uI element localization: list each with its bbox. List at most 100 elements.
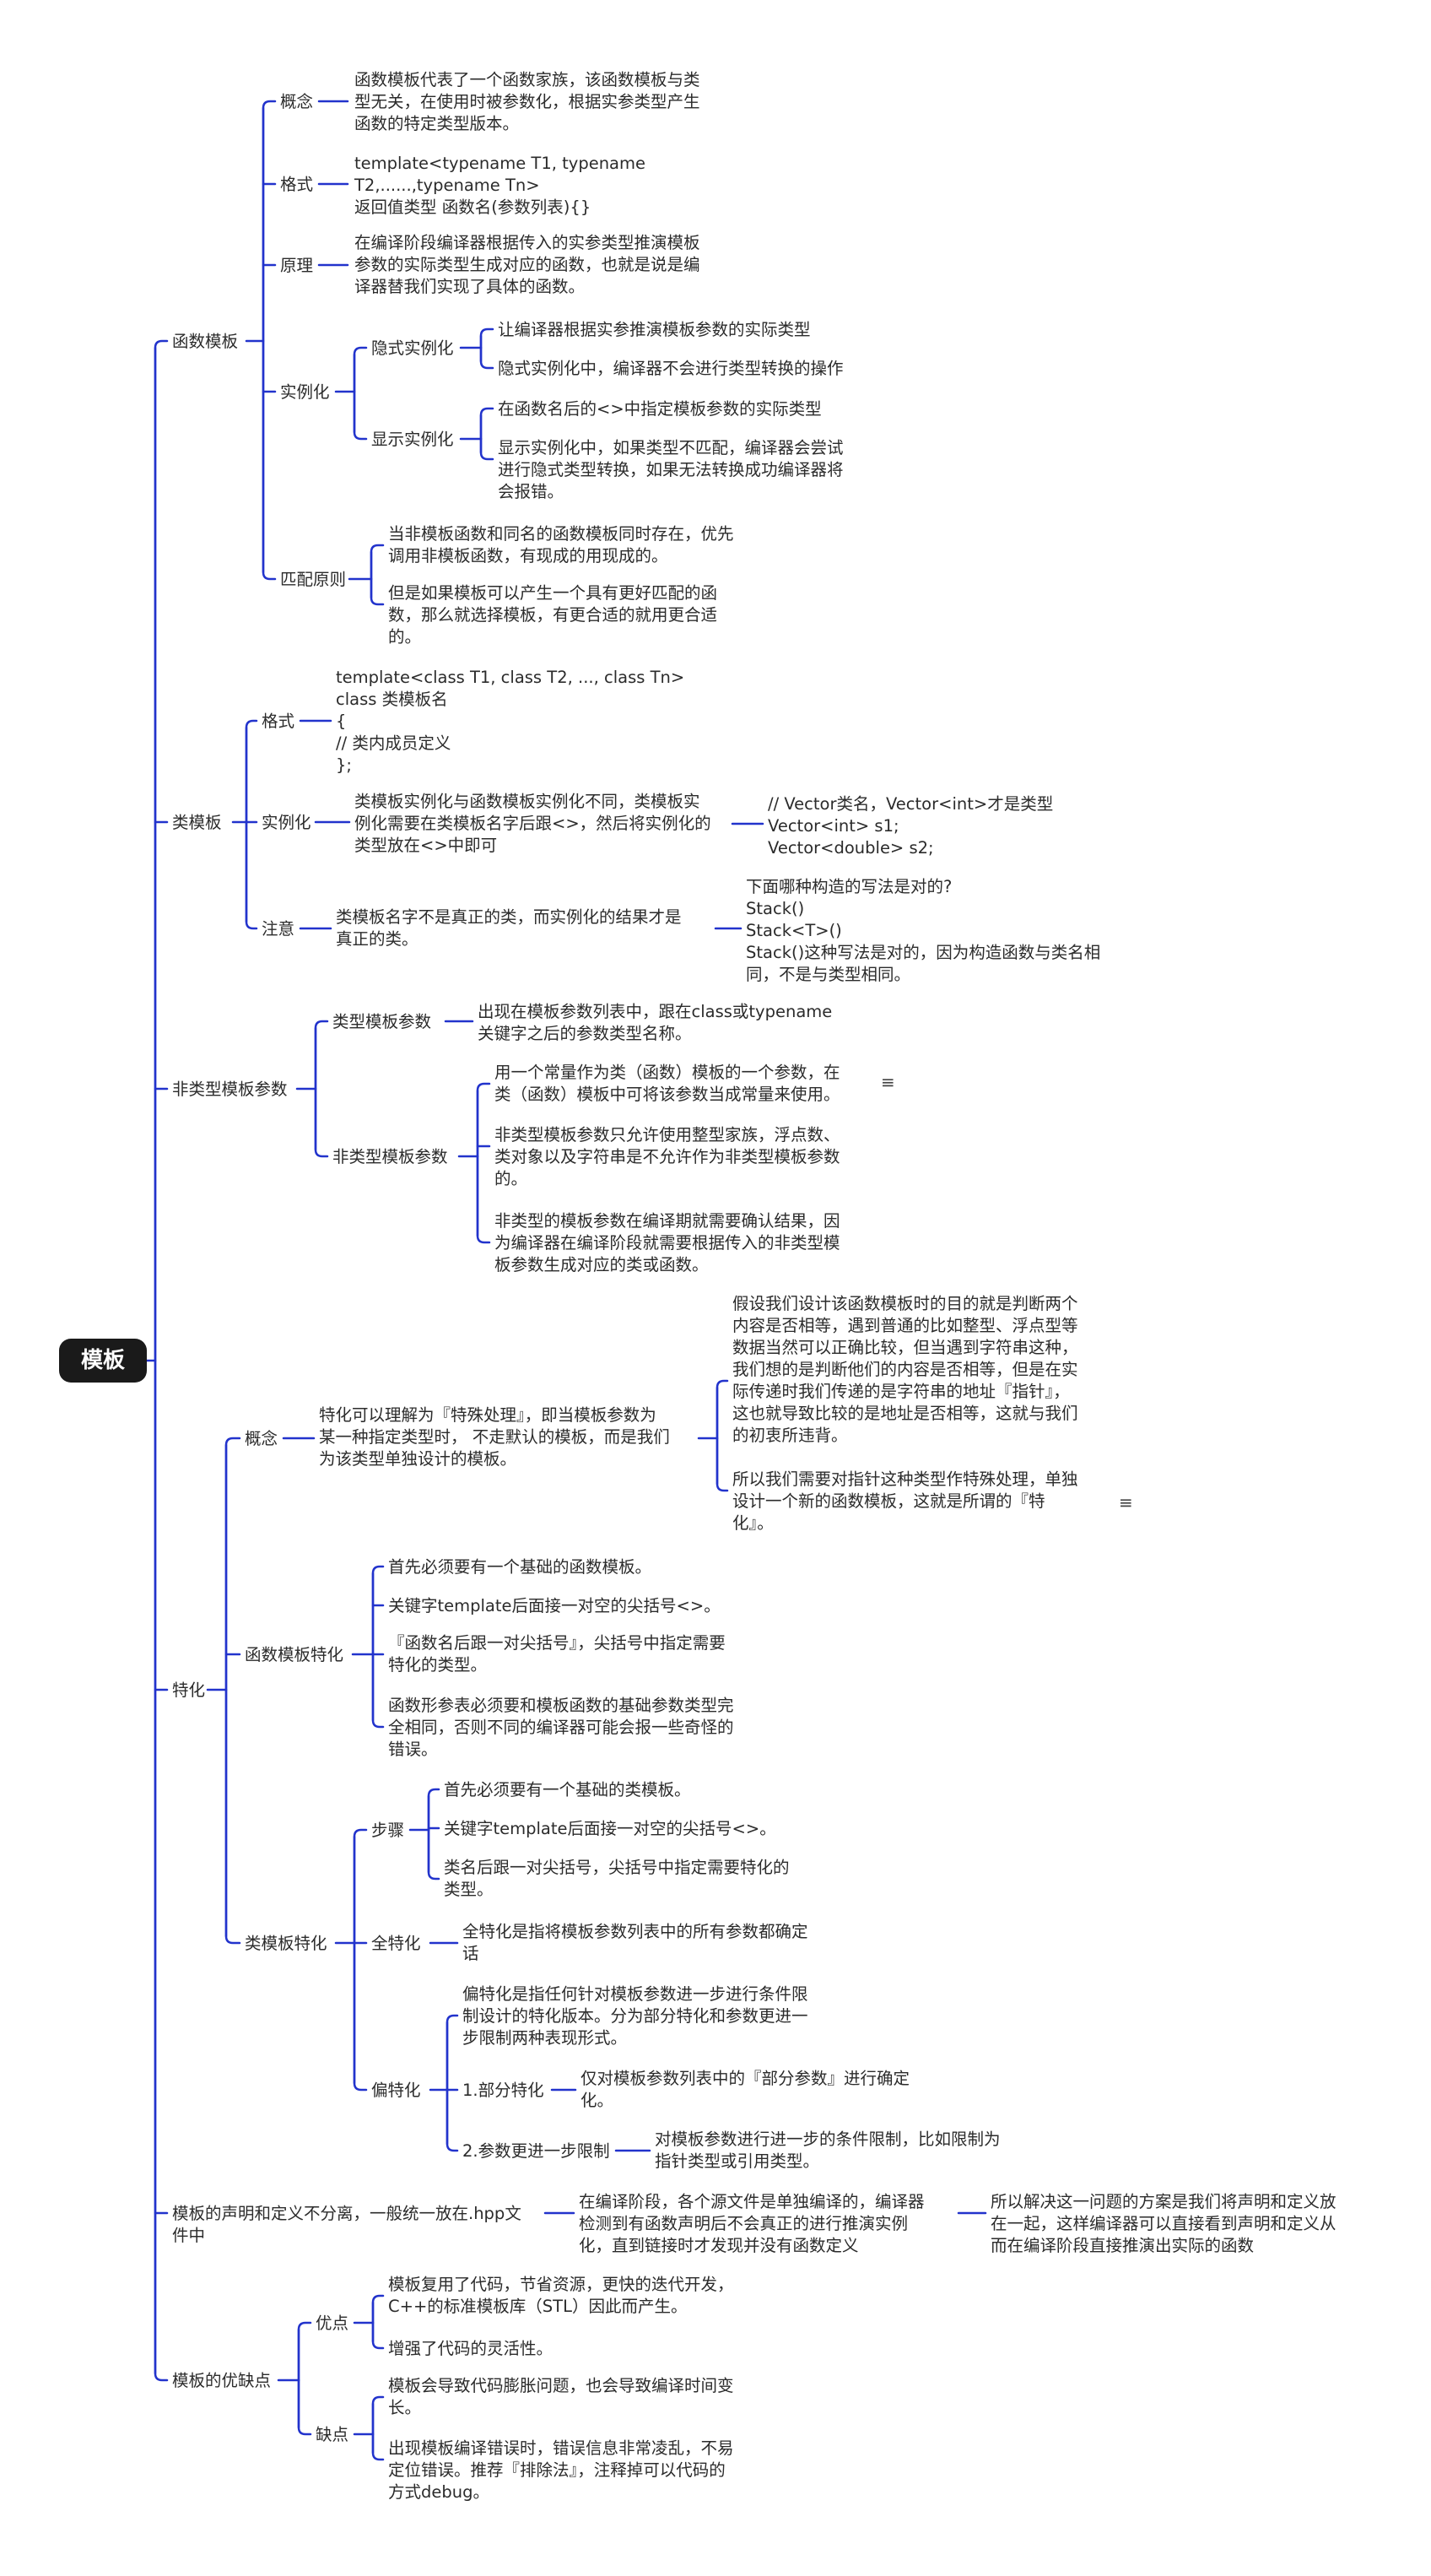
note-icon[interactable]: ≡ — [881, 1072, 895, 1092]
node-cls-inst[interactable]: 实例化 — [262, 813, 311, 832]
node-partial-1[interactable]: 1.部分特化 — [462, 2081, 544, 2100]
leaf-func-spec-3: 『函数名后跟一对尖括号』，尖括号中指定需要 特化的类型。 — [388, 1633, 726, 1675]
leaf-explicit-1: 在函数名后的<>中指定模板参数的实际类型 — [498, 399, 822, 419]
nontype-param-connector — [476, 1155, 491, 1244]
func-connector — [262, 339, 277, 581]
leaf-full-spec-text: 全特化是指将模板参数列表中的所有参数都确定 话 — [462, 1922, 808, 1963]
leaf-match-1: 当非模板函数和同名的函数模板同时存在，优先 调用非模板函数，有现成的用现成的。 — [388, 524, 734, 566]
node-func-spec[interactable]: 函数模板特化 — [245, 1645, 344, 1664]
node-partial-spec[interactable]: 偏特化 — [371, 2081, 421, 2100]
branch-function-template[interactable]: 函数模板 — [172, 332, 239, 351]
leaf-func-concept-text: 函数模板代表了一个函数家族，该函数模板与类 型无关，在使用时被参数化，根据实参类… — [354, 70, 700, 133]
leaf-cls-note-text: 类模板名字不是真正的类，而实例化的结果才是 真正的类。 — [336, 907, 682, 949]
branch-class-template[interactable]: 类模板 — [172, 813, 222, 832]
root-node[interactable]: 模板 — [59, 1339, 147, 1383]
cons-connector — [371, 2433, 385, 2461]
implicit-connector — [479, 346, 494, 370]
leaf-spec-concept-2: 所以我们需要对指针这种类型作特殊处理，单独 设计一个新的函数模板，这就是所谓的『… — [732, 1469, 1078, 1533]
steps-connector — [427, 1828, 440, 1881]
leaf-func-spec-1: 首先必须要有一个基础的函数模板。 — [388, 1557, 652, 1577]
leaf-match-2: 但是如果模板可以产生一个具有更好匹配的函 数，那么就选择模板，有更合适的就用更合… — [388, 583, 718, 647]
nontype-connector — [314, 1020, 329, 1090]
leaf-cons-2: 出现模板编译错误时，错误信息非常凌乱，不易 定位错误。推荐『排除法』，注释掉可以… — [388, 2438, 734, 2502]
node-steps[interactable]: 步骤 — [371, 1821, 405, 1840]
node-func-format[interactable]: 格式 — [280, 175, 314, 194]
leaf-spec-concept-text: 特化可以理解为『特殊处理』，即当模板参数为 某一种指定类型时， 不走默认的模板，… — [319, 1405, 670, 1469]
steps-connector — [427, 1788, 440, 1832]
leaf-pros-1: 模板复用了代码，节省资源，更快的迭代开发， C++的标准模板库（STL）因此而产… — [388, 2275, 734, 2316]
node-cons[interactable]: 缺点 — [316, 2425, 349, 2444]
spec-connector — [224, 1688, 241, 1945]
leaf-cls-note-detail: 下面哪种构造的写法是对的? Stack() Stack<T>() Stack()… — [746, 877, 1101, 984]
inst-connector — [353, 346, 368, 393]
match-connector — [370, 544, 385, 581]
node-partial-2[interactable]: 2.参数更进一步限制 — [462, 2141, 610, 2161]
proscons-connector — [297, 2378, 312, 2436]
node-func-inst[interactable]: 实例化 — [280, 382, 330, 402]
leaf-cls-format-text: template<class T1, class T2, ..., class … — [336, 668, 685, 775]
spec-concept-connector — [716, 1437, 729, 1492]
leaf-pros-2: 增强了代码的灵活性。 — [388, 2339, 554, 2358]
leaf-partial-1-text: 仅对模板参数列表中的『部分参数』进行确定 化。 — [580, 2069, 910, 2110]
leaf-separate-text: 在编译阶段，各个源文件是单独编译的，编译器 检测到有函数声明后不会真正的进行推演… — [579, 2192, 925, 2255]
leaf-explicit-2: 显示实例化中，如果类型不匹配，编译器会尝试 进行隐式类型转换，如果无法转换成功编… — [498, 438, 844, 501]
leaf-func-format-text: template<typename T1, typename T2,......… — [354, 154, 646, 217]
leaf-cons-1: 模板会导致代码膨胀问题，也会导致编译时间变 长。 — [388, 2376, 734, 2417]
root-connector — [154, 1359, 169, 2382]
func-connector — [262, 100, 277, 343]
leaf-separate-detail: 所以解决这一问题的方案是我们将声明和定义放 在一起，这样编译器可以直接看到声明和… — [991, 2192, 1336, 2255]
branch-pros-cons[interactable]: 模板的优缺点 — [172, 2371, 272, 2390]
cons-connector — [371, 2395, 385, 2436]
implicit-connector — [479, 327, 494, 349]
node-implicit-inst[interactable]: 隐式实例化 — [371, 338, 454, 358]
explicit-connector — [479, 437, 494, 461]
leaf-partial-2-text: 对模板参数进行进一步的条件限制，比如限制为 指针类型或引用类型。 — [655, 2130, 1001, 2171]
node-func-concept[interactable]: 概念 — [280, 92, 314, 111]
node-nontype-param[interactable]: 非类型模板参数 — [332, 1147, 448, 1166]
leaf-steps-2: 关键字template后面接一对空的尖括号<>。 — [444, 1819, 776, 1838]
leaf-func-principle-text: 在编译阶段编译器根据传入的实参类型推演模板 参数的实际类型生成对应的函数，也就是… — [354, 233, 700, 296]
branch-separate[interactable]: 模板的声明和定义不分离，一般统一放在.hpp文 件中 — [172, 2204, 521, 2245]
node-type-param[interactable]: 类型模板参数 — [332, 1012, 432, 1031]
proscons-connector — [297, 2321, 312, 2382]
explicit-connector — [479, 407, 494, 441]
inst-connector — [353, 390, 368, 441]
note-icon[interactable]: ≡ — [1119, 1492, 1133, 1513]
pros-connector — [371, 2294, 385, 2324]
node-cls-note[interactable]: 注意 — [262, 919, 295, 939]
leaf-spec-concept-1: 假设我们设计该函数模板时的目的就是判断两个 内容是否相等，遇到普通的比如整型、浮… — [732, 1294, 1078, 1445]
branch-nontype-param[interactable]: 非类型模板参数 — [172, 1080, 288, 1099]
leaf-steps-3: 类名后跟一对尖括号，尖括号中指定需要特化的 类型。 — [444, 1858, 790, 1899]
leaf-nontype-1: 用一个常量作为类（函数）模板的一个参数，在 类（函数）模板中可将该参数当成常量来… — [494, 1063, 840, 1104]
node-cls-spec[interactable]: 类模板特化 — [245, 1934, 327, 1953]
node-full-spec[interactable]: 全特化 — [371, 1934, 421, 1953]
leaf-nontype-3: 非类型的模板参数在编译期就需要确认结果，因 为编译器在编译阶段就需要根据传入的非… — [494, 1211, 840, 1274]
leaf-func-spec-2: 关键字template后面接一对空的尖括号<>。 — [388, 1596, 721, 1615]
node-cls-format[interactable]: 格式 — [262, 712, 295, 731]
leaf-cls-inst-code: // Vector类名，Vector<int>才是类型 Vector<int> … — [768, 794, 1054, 858]
nontype-connector — [314, 1087, 329, 1158]
cls-connector — [245, 719, 258, 824]
pros-connector — [371, 2321, 385, 2350]
leaf-nontype-2: 非类型模板参数只允许使用整型家族，浮点数、 类对象以及字符串是不允许作为非类型模… — [494, 1125, 840, 1188]
match-connector — [370, 577, 385, 606]
leaf-steps-1: 首先必须要有一个基础的类模板。 — [444, 1780, 691, 1799]
node-explicit-inst[interactable]: 显示实例化 — [371, 430, 454, 449]
node-spec-concept[interactable]: 概念 — [245, 1429, 278, 1448]
spec-concept-connector — [716, 1379, 729, 1440]
func-spec-connector — [371, 1653, 385, 1729]
root-connector — [154, 339, 169, 1362]
node-func-principle[interactable]: 原理 — [280, 256, 314, 275]
leaf-func-spec-4: 函数形参表必须要和模板函数的基础参数类型完 全相同，否则不同的编译器可能会报一些… — [388, 1696, 734, 1759]
leaf-type-param-text: 出现在模板参数列表中，跟在class或typename 关键字之后的参数类型名称… — [478, 1002, 833, 1043]
node-match-rule[interactable]: 匹配原则 — [280, 570, 347, 589]
node-pros[interactable]: 优点 — [316, 2314, 349, 2333]
branch-specialization[interactable]: 特化 — [172, 1680, 206, 1700]
partial-connector — [446, 2088, 459, 2152]
leaf-implicit-1: 让编译器根据实参推演模板参数的实际类型 — [498, 320, 811, 339]
leaf-partial-spec-text: 偏特化是指任何针对模板参数进一步进行条件限 制设计的特化版本。分为部分特化和参数… — [462, 1984, 808, 2048]
leaf-implicit-2: 隐式实例化中，编译器不会进行类型转换的操作 — [498, 359, 844, 378]
cls-spec-connector — [353, 1941, 368, 2092]
cls-connector — [245, 820, 258, 930]
